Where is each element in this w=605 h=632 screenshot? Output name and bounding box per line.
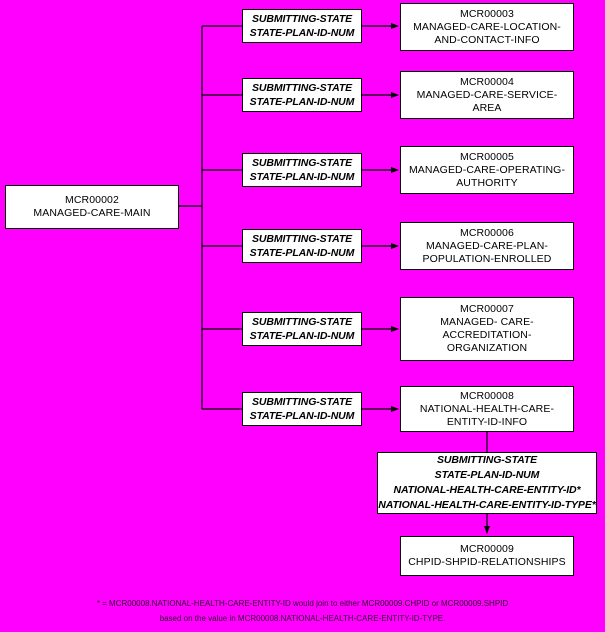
- entity-node-mcr00003[interactable]: MCR00003 MANAGED-CARE-LOCATION- AND-CONT…: [400, 3, 574, 51]
- edge-key: STATE-PLAN-ID-NUM: [249, 410, 355, 422]
- footnote: * = MCR00008.NATIONAL-HEALTH-CARE-ENTITY…: [0, 596, 605, 626]
- entity-id: MCR00002: [65, 194, 119, 206]
- entity-name-line: NATIONAL-HEALTH-CARE-: [419, 402, 555, 415]
- entity-id: MCR00007: [460, 303, 514, 315]
- edge-key: NATIONAL-HEALTH-CARE-ENTITY-ID*: [393, 484, 581, 496]
- edge-label-mcr00009: SUBMITTING-STATE STATE-PLAN-ID-NUM NATIO…: [377, 452, 597, 514]
- edge-key: NATIONAL-HEALTH-CARE-ENTITY-ID-TYPE*: [378, 499, 596, 511]
- entity-name-line: AREA: [472, 101, 502, 114]
- edge-label-mcr00006: SUBMITTING-STATE STATE-PLAN-ID-NUM: [242, 229, 362, 263]
- entity-name-line: AUTHORITY: [456, 176, 518, 189]
- entity-node-mcr00006[interactable]: MCR00006 MANAGED-CARE-PLAN- POPULATION-E…: [400, 222, 574, 270]
- edge-label-mcr00005: SUBMITTING-STATE STATE-PLAN-ID-NUM: [242, 153, 362, 187]
- entity-id: MCR00008: [460, 389, 514, 402]
- edge-key: STATE-PLAN-ID-NUM: [249, 171, 355, 183]
- entity-id: MCR00006: [460, 226, 514, 239]
- entity-node-root[interactable]: MCR00002 MANAGED-CARE-MAIN: [5, 185, 179, 229]
- entity-name-line: MANAGED- CARE-: [440, 316, 534, 328]
- edge-label-mcr00007: SUBMITTING-STATE STATE-PLAN-ID-NUM: [242, 312, 362, 346]
- entity-node-mcr00004[interactable]: MCR00004 MANAGED-CARE-SERVICE- AREA: [400, 71, 574, 119]
- edge-key: SUBMITTING-STATE: [251, 82, 353, 94]
- entity-node-mcr00009[interactable]: MCR00009 CHPID-SHPID-RELATIONSHIPS: [400, 536, 574, 576]
- edge-key: STATE-PLAN-ID-NUM: [249, 96, 355, 108]
- entity-node-mcr00005[interactable]: MCR00005 MANAGED-CARE-OPERATING- AUTHORI…: [400, 146, 574, 194]
- edge-key: STATE-PLAN-ID-NUM: [434, 469, 540, 481]
- edge-key: SUBMITTING-STATE: [436, 454, 538, 466]
- edge-key: STATE-PLAN-ID-NUM: [249, 330, 355, 342]
- entity-name-line: CHPID-SHPID-RELATIONSHIPS: [408, 556, 566, 568]
- edge-label-mcr00008: SUBMITTING-STATE STATE-PLAN-ID-NUM: [242, 392, 362, 426]
- entity-name: MANAGED-CARE-MAIN: [33, 207, 151, 219]
- edge-key: SUBMITTING-STATE: [251, 13, 353, 25]
- entity-id: MCR00004: [460, 75, 514, 88]
- edge-key: SUBMITTING-STATE: [251, 233, 353, 245]
- entity-id: MCR00005: [460, 150, 514, 163]
- entity-name-line: MANAGED-CARE-LOCATION-: [413, 20, 561, 33]
- entity-name-line: MANAGED-CARE-PLAN-: [426, 239, 548, 252]
- edge-key: STATE-PLAN-ID-NUM: [249, 27, 355, 39]
- entity-name-line: ACCREDITATION-: [442, 329, 532, 341]
- footnote-line: * = MCR00008.NATIONAL-HEALTH-CARE-ENTITY…: [96, 599, 509, 608]
- entity-name-line: AND-CONTACT-INFO: [434, 33, 540, 46]
- edge-label-mcr00004: SUBMITTING-STATE STATE-PLAN-ID-NUM: [242, 78, 362, 112]
- entity-name-line: ORGANIZATION: [446, 342, 528, 354]
- entity-name-line: ENTITY-ID-INFO: [446, 415, 528, 428]
- edge-key: SUBMITTING-STATE: [251, 316, 353, 328]
- entity-node-mcr00007[interactable]: MCR00007 MANAGED- CARE- ACCREDITATION- O…: [400, 297, 574, 361]
- edge-key: SUBMITTING-STATE: [251, 157, 353, 169]
- edge-key: STATE-PLAN-ID-NUM: [249, 247, 355, 259]
- entity-name-line: MANAGED-CARE-SERVICE-: [416, 88, 558, 101]
- edge-key: SUBMITTING-STATE: [251, 396, 353, 408]
- entity-name-line: MANAGED-CARE-OPERATING-: [408, 163, 566, 176]
- entity-id: MCR00009: [460, 543, 514, 555]
- edge-label-mcr00003: SUBMITTING-STATE STATE-PLAN-ID-NUM: [242, 9, 362, 43]
- entity-id: MCR00003: [460, 7, 514, 20]
- footnote-line: based on the value in MCR00008.NATIONAL-…: [159, 614, 446, 623]
- entity-name-line: POPULATION-ENROLLED: [422, 252, 552, 265]
- entity-node-mcr00008[interactable]: MCR00008 NATIONAL-HEALTH-CARE- ENTITY-ID…: [400, 386, 574, 432]
